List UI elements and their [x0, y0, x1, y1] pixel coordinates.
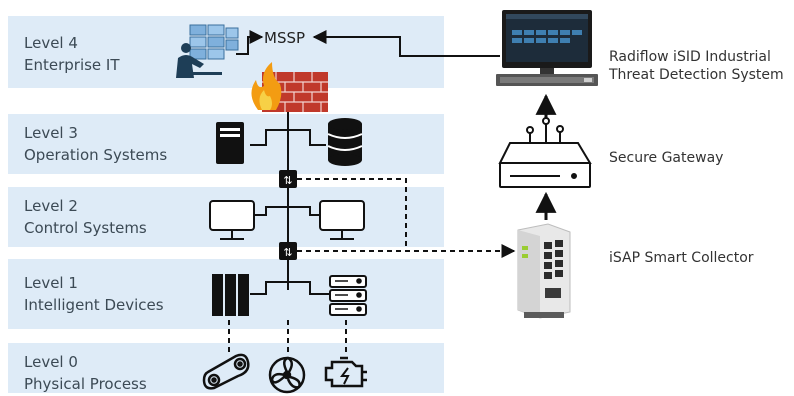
level-3-title: Level 3	[24, 124, 78, 142]
level-2-title: Level 2	[24, 197, 78, 215]
level-3-subtitle: Operation Systems	[24, 146, 168, 164]
mssp-label: MSSP	[264, 29, 305, 47]
monitor-icon-left	[209, 200, 255, 240]
isid-label-line2: Threat Detection System	[609, 67, 784, 83]
fan-icon	[268, 356, 306, 394]
person-at-video-wall-icon	[176, 24, 239, 78]
monitor-icon-right	[319, 200, 365, 240]
field-dashed-drops	[228, 320, 347, 352]
mirror-dashed-lines	[297, 178, 516, 258]
conveyor-icon	[202, 353, 250, 390]
level-4-label: Level 4 Enterprise IT	[24, 32, 120, 76]
isid-label: Radiflow iSID Industrial Threat Detectio…	[609, 48, 784, 84]
isid-to-mssp-connector	[312, 30, 500, 57]
level-0-title: Level 0	[24, 353, 78, 371]
isid-appliance-icon	[496, 10, 598, 86]
level-4-title: Level 4	[24, 34, 78, 52]
level-2-subtitle: Control Systems	[24, 219, 147, 237]
level-1-title: Level 1	[24, 274, 78, 292]
collector-label-text: iSAP Smart Collector	[609, 250, 754, 266]
level-2-label: Level 2 Control Systems	[24, 195, 147, 239]
network-tap-icon-upper: ⇅	[279, 170, 297, 188]
level-3-label: Level 3 Operation Systems	[24, 122, 167, 166]
gateway-label: Secure Gateway	[609, 149, 723, 167]
isid-label-line1: Radiflow iSID Industrial	[609, 49, 771, 65]
engine-icon	[324, 356, 367, 388]
gateway-label-text: Secure Gateway	[609, 150, 724, 166]
network-tap-icon-lower: ⇅	[279, 242, 297, 260]
level-0-label: Level 0 Physical Process	[24, 351, 147, 395]
brick-firewall-icon	[251, 62, 328, 112]
server-tower-icon	[216, 122, 244, 164]
plc-rack-icon	[212, 274, 249, 316]
secure-gateway-icon	[498, 117, 592, 188]
level-1-label: Level 1 Intelligent Devices	[24, 272, 164, 316]
enterprise-to-mssp-connector	[236, 30, 264, 55]
rack-server-icon	[329, 275, 367, 316]
level-0-band	[8, 343, 444, 393]
level-1-subtitle: Intelligent Devices	[24, 296, 164, 314]
level-2-bus	[254, 206, 320, 216]
level-0-subtitle: Physical Process	[24, 375, 147, 393]
collector-label: iSAP Smart Collector	[609, 249, 754, 267]
level-4-subtitle: Enterprise IT	[24, 56, 120, 74]
svg-text:⇅: ⇅	[283, 174, 292, 187]
svg-text:⇅: ⇅	[283, 246, 292, 259]
level-1-bus	[250, 281, 330, 295]
database-icon	[327, 118, 363, 166]
isap-collector-icon	[517, 223, 571, 319]
level-3-bus	[250, 129, 326, 146]
